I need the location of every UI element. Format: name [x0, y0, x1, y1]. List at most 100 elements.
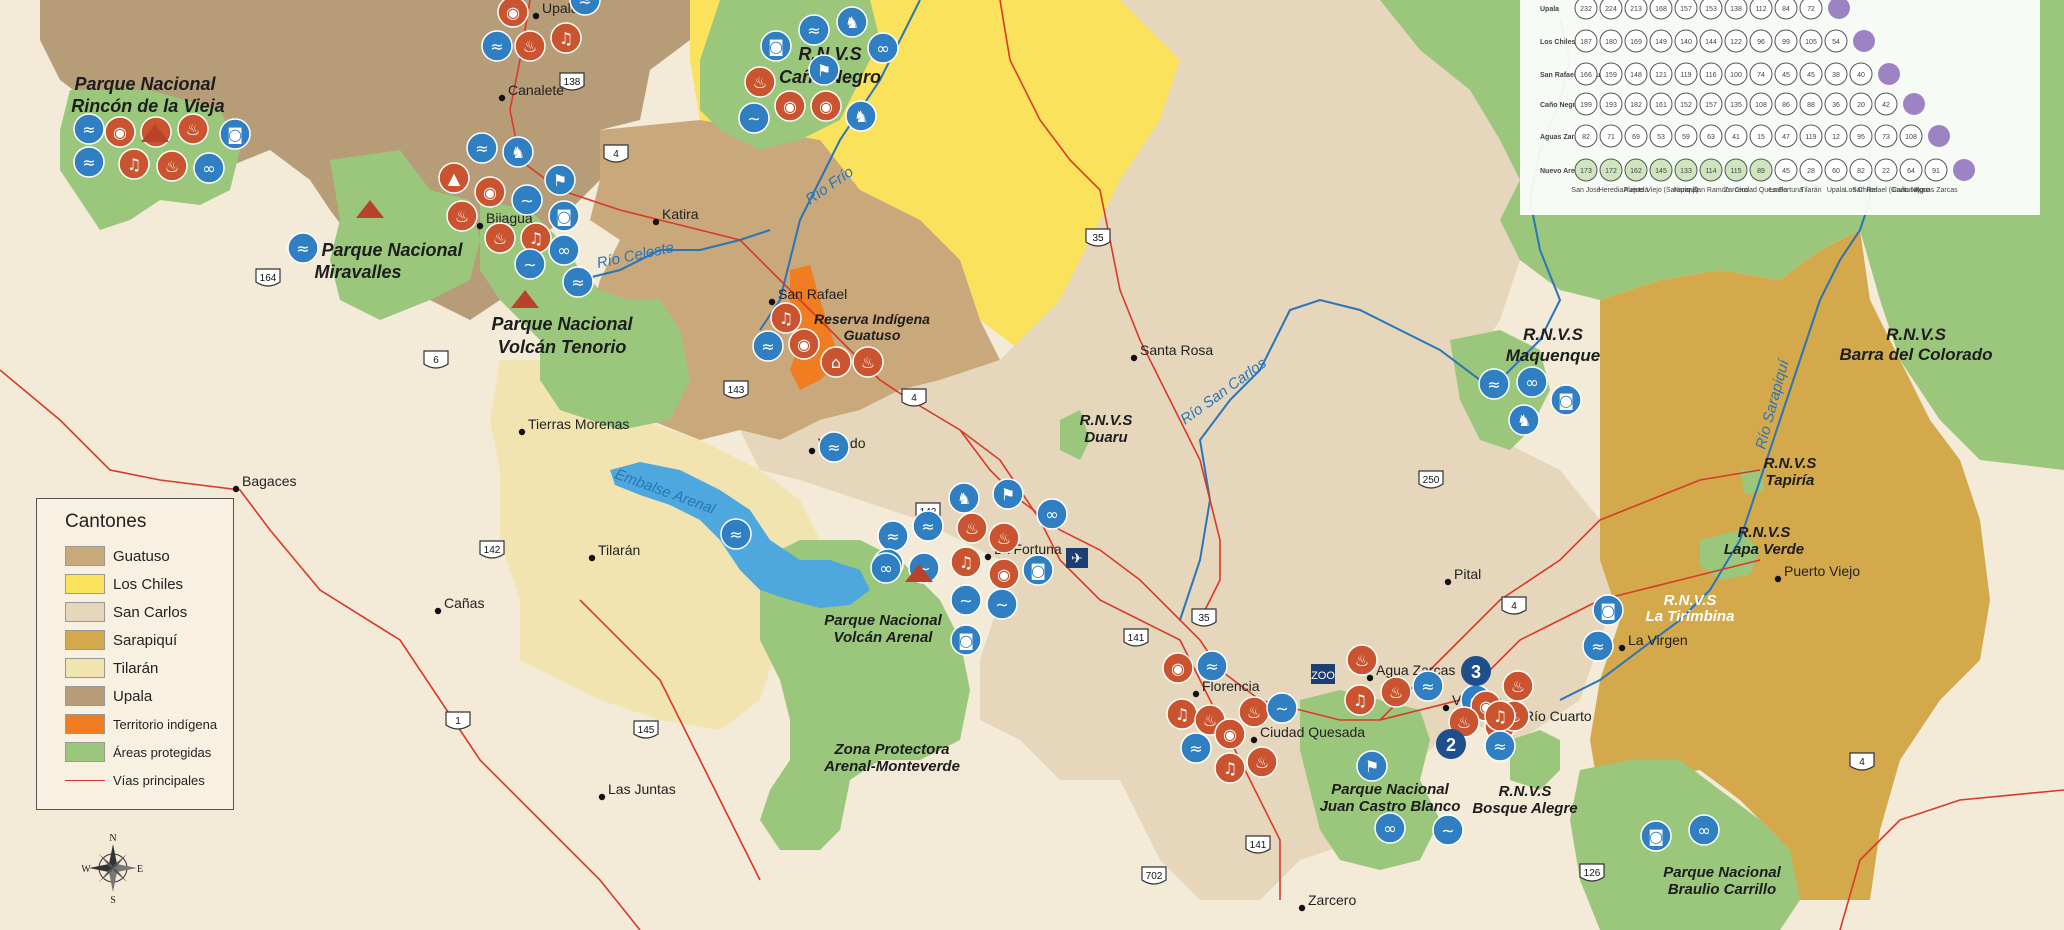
boat-marker[interactable]: ≈	[877, 520, 909, 552]
boat-marker[interactable]: ≈	[1180, 732, 1212, 764]
boat-marker[interactable]: ≈	[798, 14, 830, 46]
distance-col-label: San Rafael (Guatuso)	[1852, 187, 1920, 194]
food-marker[interactable]: ◉	[497, 0, 529, 28]
numbered-marker-3[interactable]: 3	[1461, 656, 1491, 686]
food-marker[interactable]: ◉	[788, 328, 820, 360]
boat-marker[interactable]: ≈	[481, 30, 513, 62]
spa-marker[interactable]: ♨	[1246, 746, 1278, 778]
camera-marker[interactable]: ◙	[1022, 554, 1054, 586]
spa-marker[interactable]: ♨	[514, 30, 546, 62]
distance-value: 53	[1657, 134, 1665, 141]
swim-marker[interactable]: ∼	[511, 184, 543, 216]
boat-marker[interactable]: ≈	[1478, 368, 1510, 400]
spa-marker[interactable]: ♨	[1380, 676, 1412, 708]
binoc-marker[interactable]: ∞	[1036, 498, 1068, 530]
boat-marker[interactable]: ≈	[1484, 730, 1516, 762]
boat-marker[interactable]: ≈	[569, 0, 601, 16]
horse-marker[interactable]: ♞	[845, 100, 877, 132]
spa-marker[interactable]: ♨	[956, 512, 988, 544]
hike-marker[interactable]: ⚑	[808, 54, 840, 86]
hike-marker[interactable]: ⚑	[1356, 750, 1388, 782]
music-marker[interactable]: ♫	[1484, 700, 1516, 732]
hike-marker[interactable]: ⚑	[544, 164, 576, 196]
swim-marker[interactable]: ∼	[738, 102, 770, 134]
camera-marker[interactable]: ◙	[1550, 384, 1582, 416]
boat-marker[interactable]: ≈	[752, 330, 784, 362]
spa-marker[interactable]: ♨	[446, 200, 478, 232]
camera-marker[interactable]: ◙	[219, 118, 251, 150]
horse-marker[interactable]: ♞	[1508, 404, 1540, 436]
zoo-marker[interactable]: ZOO	[1311, 664, 1335, 684]
tourism-markers: ◉≈♨♫≈≈◉▲♨◙≈♫♨∞≈≈♞⚑▲◉∼♨♨♫◙∞∼≈◙≈♞∞♨◉◉∼⚑♞♫◉…	[73, 0, 1720, 852]
spa-marker[interactable]: ♨	[484, 222, 516, 254]
spa-marker[interactable]: ♨	[1502, 670, 1534, 702]
food-marker[interactable]: ◉	[474, 176, 506, 208]
music-marker[interactable]: ♫	[770, 302, 802, 334]
boat-marker[interactable]: ≈	[73, 146, 105, 178]
binoc-marker[interactable]: ∞	[548, 234, 580, 266]
food-marker[interactable]: ◉	[104, 116, 136, 148]
distance-cell	[1824, 124, 1848, 148]
volcano-marker[interactable]: ▲	[438, 162, 470, 194]
park-barra-label-2: Barra del Colorado	[1839, 345, 1992, 364]
binoc-marker[interactable]: ∞	[1688, 814, 1720, 846]
spa-marker[interactable]: ♨	[1448, 706, 1480, 738]
music-marker[interactable]: ♫	[950, 546, 982, 578]
music-marker[interactable]: ♫	[1166, 698, 1198, 730]
music-marker[interactable]: ♫	[520, 222, 552, 254]
camera-marker[interactable]: ◙	[760, 30, 792, 62]
park-tirimbina-label-2: La Tirimbina	[1646, 608, 1735, 625]
spa-marker[interactable]: ♨	[1238, 696, 1270, 728]
distance-value: 108	[1755, 102, 1767, 109]
park-duaru-label-1: R.N.V.S	[1080, 412, 1133, 429]
food-marker[interactable]: ◉	[1162, 652, 1194, 684]
hike-marker[interactable]: ⚑	[992, 478, 1024, 510]
horse-marker[interactable]: ♞	[948, 482, 980, 514]
music-marker[interactable]: ♫	[550, 22, 582, 54]
boat-marker[interactable]: ≈	[720, 518, 752, 550]
food-marker[interactable]: ◉	[810, 90, 842, 122]
boat-marker[interactable]: ≈	[818, 431, 850, 463]
hut-marker[interactable]: ⌂	[820, 346, 852, 378]
airport-marker[interactable]: ✈	[1066, 548, 1088, 568]
spa-marker[interactable]: ♨	[1346, 644, 1378, 676]
binoc-marker[interactable]: ∞	[193, 152, 225, 184]
spa-marker[interactable]: ♨	[156, 150, 188, 182]
binoc-marker[interactable]: ∞	[867, 32, 899, 64]
boat-marker[interactable]: ≈	[466, 132, 498, 164]
swim-marker[interactable]: ∼	[1432, 814, 1464, 846]
horse-marker[interactable]: ♞	[836, 6, 868, 38]
boat-marker[interactable]: ≈	[287, 232, 319, 264]
boat-marker[interactable]: ≈	[912, 510, 944, 542]
music-marker[interactable]: ♫	[118, 148, 150, 180]
music-marker[interactable]: ♫	[1214, 752, 1246, 784]
spa-marker[interactable]: ♨	[744, 66, 776, 98]
binoc-marker[interactable]: ∞	[1374, 812, 1406, 844]
boat-marker[interactable]: ≈	[1412, 670, 1444, 702]
boat-marker[interactable]: ≈	[1196, 650, 1228, 682]
swim-marker[interactable]: ∼	[1266, 692, 1298, 724]
boat-marker[interactable]: ≈	[73, 113, 105, 145]
binoc-marker[interactable]: ∞	[1516, 366, 1548, 398]
boat-marker[interactable]: ≈	[1582, 630, 1614, 662]
spa-marker[interactable]: ♨	[988, 522, 1020, 554]
food-marker[interactable]: ◉	[774, 90, 806, 122]
park-lapa-verde-label-2: Lapa Verde	[1724, 541, 1804, 558]
swim-marker[interactable]: ∼	[986, 588, 1018, 620]
horse-marker[interactable]: ♞	[502, 136, 534, 168]
spa-marker[interactable]: ♨	[177, 113, 209, 145]
food-marker[interactable]: ◉	[1214, 718, 1246, 750]
swim-marker[interactable]: ∼	[514, 248, 546, 280]
camera-marker[interactable]: ◙	[1592, 594, 1624, 626]
boat-marker[interactable]: ≈	[562, 266, 594, 298]
camera-marker[interactable]: ◙	[548, 200, 580, 232]
music-marker[interactable]: ♫	[1344, 684, 1376, 716]
numbered-marker-2[interactable]: 2	[1436, 729, 1466, 759]
binoc-marker[interactable]: ∞	[870, 552, 902, 584]
camera-marker[interactable]: ◙	[1640, 820, 1672, 852]
spa-marker[interactable]: ♨	[852, 346, 884, 378]
swim-marker[interactable]: ∼	[950, 584, 982, 616]
food-marker[interactable]: ◉	[988, 558, 1020, 590]
camera-marker[interactable]: ◙	[950, 624, 982, 656]
